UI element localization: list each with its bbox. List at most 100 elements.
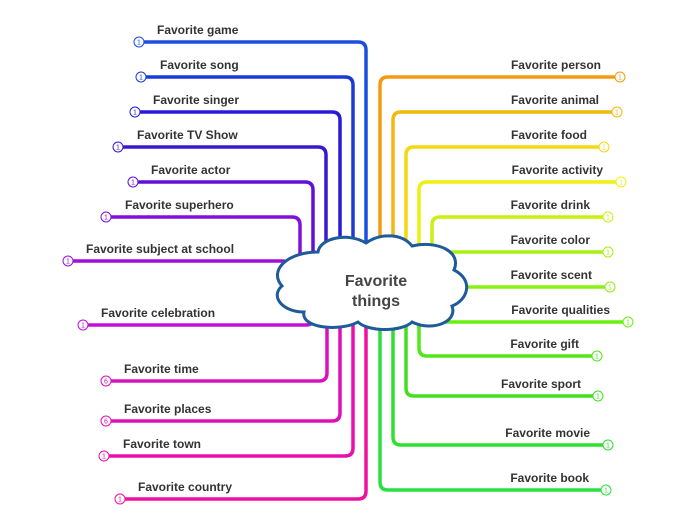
- branch-right[interactable]: 1 Favorite activity: [417, 163, 627, 284]
- marker-circle[interactable]: 1: [615, 176, 627, 188]
- branch-right[interactable]: 1 Favorite person: [378, 58, 626, 284]
- marker-circle-shape: [100, 375, 112, 387]
- marker-circle-shape: [611, 106, 623, 118]
- marker-circle[interactable]: 1: [62, 255, 74, 267]
- branch-label: Favorite town: [123, 437, 201, 451]
- marker-number: 1: [596, 394, 600, 401]
- branch-right[interactable]: 1 Favorite food: [404, 128, 610, 284]
- branch-line: [404, 280, 600, 398]
- branch-label: Favorite food: [511, 128, 587, 142]
- marker-circle[interactable]: 1: [602, 439, 614, 451]
- marker-circle-shape: [77, 319, 89, 331]
- branch-line: [391, 280, 610, 447]
- marker-circle-shape: [622, 316, 634, 328]
- marker-number: 1: [102, 454, 106, 461]
- marker-circle[interactable]: 1: [611, 106, 623, 118]
- marker-circle[interactable]: 6: [100, 415, 112, 427]
- branch-right[interactable]: 1 Favorite drink: [430, 198, 614, 284]
- marker-circle-shape: [135, 71, 147, 83]
- marker-circle[interactable]: 1: [602, 246, 614, 258]
- marker-circle[interactable]: 6: [100, 375, 112, 387]
- marker-circle-shape: [98, 450, 110, 462]
- branch-label: Favorite celebration: [101, 306, 215, 320]
- marker-circle[interactable]: 1: [604, 281, 616, 293]
- branch-label: Favorite TV Show: [137, 128, 238, 142]
- branch-left[interactable]: 1 Favorite song: [135, 58, 355, 284]
- marker-circle[interactable]: 1: [135, 71, 147, 83]
- branch-left[interactable]: 6 Favorite time: [100, 280, 329, 387]
- marker-circle-shape: [62, 255, 74, 267]
- marker-circle[interactable]: 1: [614, 71, 626, 83]
- branch-left[interactable]: 1 Favorite TV Show: [112, 128, 328, 284]
- marker-circle[interactable]: 1: [622, 316, 634, 328]
- marker-number: 1: [118, 497, 122, 504]
- branch-line: [137, 40, 368, 284]
- branch-label: Favorite book: [510, 471, 589, 485]
- branch-line: [378, 280, 608, 492]
- marker-circle[interactable]: 1: [100, 211, 112, 223]
- marker-circle[interactable]: 1: [77, 319, 89, 331]
- marker-circle[interactable]: 1: [133, 36, 145, 48]
- branch-label: Favorite person: [511, 58, 601, 72]
- marker-circle-shape: [100, 211, 112, 223]
- branch-label: Favorite drink: [511, 198, 591, 212]
- branch-label: Favorite activity: [512, 163, 604, 177]
- branch-line: [133, 110, 342, 284]
- central-topic-line2: things: [352, 293, 400, 310]
- marker-circle-shape: [602, 246, 614, 258]
- branch-line: [404, 145, 606, 284]
- marker-number: 1: [137, 40, 141, 47]
- marker-number: 1: [615, 110, 619, 117]
- branch-label: Favorite time: [124, 362, 199, 376]
- marker-number: 6: [104, 419, 108, 426]
- branch-line: [139, 75, 355, 284]
- branch-line: [391, 110, 619, 284]
- marker-circle[interactable]: 1: [592, 390, 604, 402]
- branch-right[interactable]: 1 Favorite animal: [391, 93, 623, 284]
- branch-line: [104, 280, 342, 423]
- marker-circle[interactable]: 1: [598, 141, 610, 153]
- branch-line: [118, 280, 368, 501]
- marker-number: 1: [619, 180, 623, 187]
- branch-label: Favorite song: [160, 58, 239, 72]
- marker-circle-shape: [127, 176, 139, 188]
- marker-circle[interactable]: 1: [129, 106, 141, 118]
- marker-circle[interactable]: 1: [114, 493, 126, 505]
- marker-number: 1: [602, 145, 606, 152]
- marker-circle[interactable]: 1: [602, 211, 614, 223]
- marker-number: 1: [626, 320, 630, 327]
- branch-left[interactable]: 1 Favorite game: [133, 23, 368, 284]
- branch-label: Favorite movie: [505, 426, 590, 440]
- marker-circle[interactable]: 1: [591, 350, 603, 362]
- marker-number: 1: [81, 323, 85, 330]
- marker-circle[interactable]: 1: [98, 450, 110, 462]
- branch-label: Favorite animal: [511, 93, 599, 107]
- marker-circle[interactable]: 1: [127, 176, 139, 188]
- branch-line: [417, 180, 623, 284]
- branch-line: [66, 259, 292, 284]
- marker-circle-shape: [112, 141, 124, 153]
- marker-circle[interactable]: 1: [112, 141, 124, 153]
- marker-number: 6: [104, 379, 108, 386]
- branch-left[interactable]: 1 Favorite town: [98, 280, 355, 462]
- marker-circle-shape: [614, 71, 626, 83]
- branch-line: [417, 280, 599, 358]
- marker-number: 1: [595, 354, 599, 361]
- marker-number: 1: [66, 259, 70, 266]
- branch-label: Favorite game: [157, 23, 239, 37]
- marker-circle[interactable]: 1: [600, 484, 612, 496]
- branch-line: [378, 75, 622, 284]
